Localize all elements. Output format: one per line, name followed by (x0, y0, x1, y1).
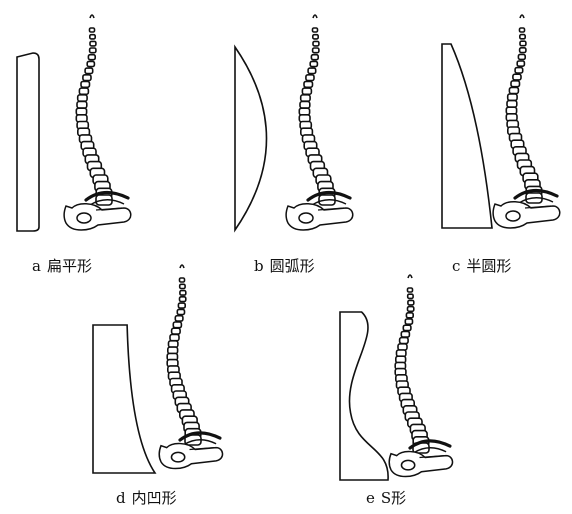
ischium (506, 211, 520, 221)
spine-tip (180, 265, 184, 268)
vertebra (301, 95, 310, 101)
caption-c: c 半圆形 (452, 255, 511, 276)
vertebra (401, 331, 409, 337)
vertebra (313, 41, 319, 46)
spine-tip (520, 15, 524, 18)
spine-tip (313, 15, 317, 18)
vertebra (400, 338, 409, 344)
caption-b: b 圆弧形 (254, 255, 315, 276)
vertebra (180, 297, 186, 302)
vertebra (308, 68, 316, 73)
caption-label: 内凹形 (132, 489, 177, 507)
backrest-outline (442, 44, 492, 228)
panel-d-concave (93, 265, 223, 473)
vertebra (403, 325, 411, 330)
caption-a: a 扁平形 (32, 255, 92, 276)
vertebra (300, 102, 310, 109)
vertebra (507, 101, 517, 108)
spine-tip (90, 15, 94, 18)
caption-label: 半圆形 (466, 257, 511, 275)
caption-letter: b (254, 257, 264, 275)
vertebra (180, 291, 186, 296)
backrest-outline (340, 312, 388, 480)
vertebra (518, 54, 525, 59)
vertebra (405, 319, 412, 324)
vertebra (508, 94, 517, 100)
ischium (401, 460, 414, 470)
vertebra (90, 35, 95, 39)
spine-tip (408, 275, 412, 278)
panel-e-s-curve (340, 275, 453, 480)
vertebra (515, 68, 523, 73)
vertebra (313, 48, 319, 53)
vertebra (90, 48, 96, 53)
caption-e: e S形 (366, 487, 406, 508)
vertebra (180, 278, 185, 282)
vertebra (511, 81, 520, 87)
vertebra (173, 322, 181, 328)
vertebra (520, 35, 525, 39)
vertebra (310, 61, 317, 66)
vertebra (408, 288, 413, 292)
panel-b-arc (235, 15, 353, 230)
caption-letter: a (32, 257, 41, 275)
vertebra (408, 294, 413, 298)
vertebra (517, 61, 524, 66)
vertebra (175, 316, 183, 321)
vertebra (85, 68, 93, 73)
vertebra (313, 28, 318, 32)
vertebra (79, 88, 88, 94)
caption-letter: d (116, 489, 126, 507)
caption-label: 扁平形 (47, 257, 92, 275)
vertebra (306, 75, 314, 81)
vertebra (408, 307, 414, 312)
caption-label: S形 (381, 489, 406, 507)
caption-label: 圆弧形 (270, 257, 315, 275)
vertebra (170, 335, 179, 341)
vertebra (77, 102, 87, 109)
vertebra (520, 48, 526, 53)
vertebra (180, 284, 185, 288)
vertebra (302, 88, 311, 94)
vertebra (509, 87, 518, 93)
ischium (171, 452, 184, 462)
vertebra (304, 81, 313, 87)
vertebra (520, 28, 525, 32)
vertebra (90, 41, 96, 46)
vertebra (513, 74, 521, 80)
panel-c-half-arch (442, 15, 560, 228)
ischium (299, 213, 313, 223)
vertebra (90, 28, 95, 32)
vertebra (83, 75, 91, 81)
caption-d: d 内凹形 (116, 487, 177, 508)
vertebra (408, 300, 414, 305)
vertebra (178, 303, 185, 308)
vertebra (311, 55, 318, 60)
caption-letter: e (366, 489, 375, 507)
vertebra (78, 95, 87, 101)
vertebra (169, 341, 178, 347)
vertebra (87, 61, 94, 66)
vertebra (398, 344, 407, 350)
backrest-outline (93, 325, 155, 473)
caption-letter: c (452, 257, 460, 275)
vertebra (88, 55, 95, 60)
vertebra (81, 81, 90, 87)
panel-a-flat (17, 15, 131, 231)
ischium (77, 213, 91, 223)
vertebra (313, 35, 318, 39)
backrest-outline (17, 53, 39, 231)
vertebra (172, 328, 181, 334)
vertebra (406, 313, 413, 318)
vertebra (177, 309, 184, 314)
vertebra (520, 41, 526, 46)
backrest-outline (235, 47, 267, 230)
